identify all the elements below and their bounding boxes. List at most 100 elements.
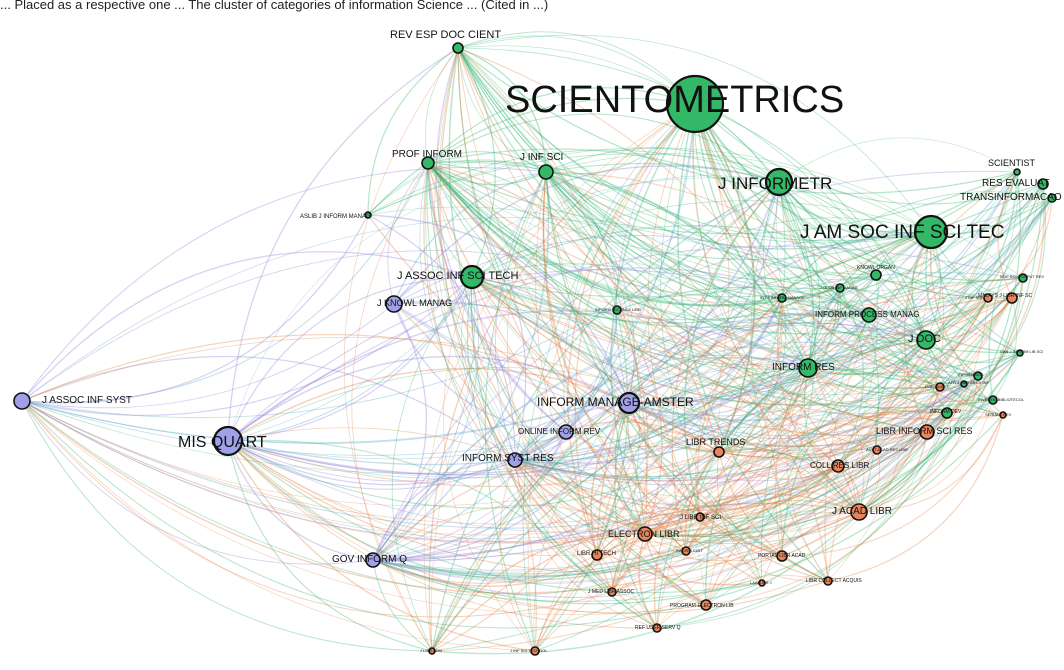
- edge-j_inf_sci-program: [542, 171, 707, 606]
- node-sm12[interactable]: [1016, 349, 1024, 357]
- node-prof-inform[interactable]: [421, 156, 435, 170]
- node-sm16[interactable]: [428, 647, 436, 655]
- node-aslib[interactable]: [364, 211, 372, 219]
- node-mis-quart[interactable]: [212, 425, 244, 457]
- node-transinform[interactable]: [1047, 193, 1057, 203]
- edge-prof_inform-libr_hi_tech: [423, 162, 598, 556]
- edge-inform_res-transinform: [807, 197, 1053, 369]
- node-sm2[interactable]: [835, 283, 845, 293]
- node-sm13[interactable]: [872, 445, 882, 455]
- node-inform-res[interactable]: [798, 358, 818, 378]
- edge-j_inf_sci-sm8: [545, 171, 941, 390]
- node-j-assoc-inf-sci[interactable]: [459, 264, 485, 290]
- edge-rev_esp-program: [448, 47, 707, 606]
- node-inform-syst-res[interactable]: [507, 452, 523, 468]
- node-sm14[interactable]: [681, 546, 691, 556]
- node-ref-user[interactable]: [652, 623, 662, 633]
- node-j-libr-inf-sci[interactable]: [695, 512, 705, 522]
- edge-mis_quart-res_evaluat: [227, 183, 1044, 476]
- node-sm4[interactable]: [612, 305, 622, 315]
- node-sm1[interactable]: [870, 269, 882, 281]
- edge-j_doc-res_evaluat: [925, 183, 1044, 341]
- node-libr-hi-tech[interactable]: [591, 549, 603, 561]
- node-sm8[interactable]: [935, 382, 945, 392]
- node-sm9[interactable]: [988, 395, 998, 405]
- edge-j_knowl_manag-sm11: [393, 303, 965, 428]
- node-j-med-libr[interactable]: [607, 587, 617, 597]
- edge-sm18-sm8: [761, 386, 941, 584]
- node-inform-process[interactable]: [861, 307, 877, 323]
- node-portal-libr[interactable]: [776, 550, 788, 562]
- edge-j_assoc_inf_sci-j_inf_sci: [471, 171, 547, 278]
- node-label-aslib: ASLIB J INFORM MANAG: [300, 214, 371, 220]
- node-scientist[interactable]: [1013, 168, 1021, 176]
- node-j-assoc-inf-syst[interactable]: [13, 392, 31, 410]
- node-sm7[interactable]: [973, 371, 983, 381]
- edge-inform_res-j_doc: [807, 339, 927, 376]
- edge-j_informetr-transinform: [778, 181, 1053, 237]
- edge-j_acad_libr-sm9: [858, 399, 994, 513]
- edge-j_acad_libr-j_knowl_manag: [393, 302, 860, 513]
- node-libr-coll[interactable]: [823, 576, 833, 586]
- node-sm5[interactable]: [1018, 273, 1028, 283]
- edge-electron_libr-prof_inform: [427, 162, 646, 535]
- node-coll-res-libr[interactable]: [831, 459, 845, 473]
- node-j-inf-sci[interactable]: [538, 164, 554, 180]
- node-sm10[interactable]: [941, 407, 953, 419]
- node-j-am-soc[interactable]: [913, 214, 949, 250]
- edge-libr_trends-libr_coll: [718, 451, 829, 582]
- edge-gov_inform_q-inform_res: [372, 367, 809, 561]
- node-online-inform[interactable]: [558, 424, 574, 440]
- node-electron-libr[interactable]: [637, 526, 653, 542]
- edge-electron_libr-sm16: [431, 533, 646, 652]
- edge-j_assoc_inf_sci-sm13: [471, 276, 878, 459]
- node-label-inform-res: INFORM RES: [772, 362, 835, 373]
- node-sm19[interactable]: [983, 293, 993, 303]
- edge-j_assoc_inf_syst-prof_inform: [21, 162, 429, 403]
- node-sm18[interactable]: [758, 579, 766, 587]
- edge-j_acad_libr-mis_quart: [227, 367, 860, 513]
- edge-electron_libr-ref_user: [638, 533, 658, 629]
- edge-inform_syst_res-inform_process: [514, 314, 870, 465]
- node-label-sm8: LIBR QUART: [925, 384, 949, 389]
- node-j-acad-libr[interactable]: [850, 503, 868, 521]
- node-sm3[interactable]: [777, 293, 787, 303]
- node-res-evaluat[interactable]: [1037, 178, 1049, 190]
- edge-j_assoc_inf_sci-sm9: [471, 276, 994, 414]
- node-rev-esp[interactable]: [452, 42, 464, 54]
- edge-libr_trends-j_doc: [718, 339, 927, 453]
- node-label-sm19: J INF SCI: [965, 295, 982, 300]
- node-sm11[interactable]: [960, 380, 968, 388]
- edge-j_acad_libr-libr_trends: [718, 448, 860, 513]
- edge-inform_manage-ref_user: [614, 402, 658, 629]
- node-j-informetr[interactable]: [764, 167, 794, 197]
- edge-j_assoc_inf_sci-libr_inform_sci_res: [471, 276, 928, 437]
- edge-inform_manage-sm15: [533, 402, 630, 652]
- edge-libr_trends-sm7: [718, 375, 979, 458]
- node-j-knowl-manag[interactable]: [385, 295, 403, 313]
- node-program[interactable]: [700, 599, 712, 611]
- edge-ref_user-sm7: [656, 375, 979, 629]
- node-sm6[interactable]: [1006, 292, 1018, 304]
- edge-scientometrics-sm18: [660, 103, 763, 584]
- edge-inform_syst_res-sm18: [514, 459, 763, 586]
- node-libr-inform-sci-res[interactable]: [919, 424, 935, 440]
- node-sm15[interactable]: [530, 646, 540, 656]
- node-j-doc[interactable]: [916, 330, 936, 350]
- edge-j_assoc_inf_syst-sm12: [21, 352, 1021, 540]
- node-libr-trends[interactable]: [713, 446, 725, 458]
- edge-j_doc-program: [705, 339, 927, 606]
- node-inform-manage[interactable]: [617, 391, 641, 415]
- node-label-online-inform: ONLINE INFORM REV: [518, 427, 601, 436]
- node-label-j-doc: J DOC: [908, 333, 941, 345]
- node-label-sm1: KNOWL ORGAN: [857, 265, 895, 271]
- node-scientometrics[interactable]: [665, 74, 725, 134]
- edge-libr_trends-inform_manage: [628, 402, 720, 453]
- edge-gov_inform_q-sm14: [372, 550, 687, 595]
- node-label-program: PROGRAM-ELECTRON LIB: [670, 603, 734, 609]
- node-label-sm14: INFORM CULT: [676, 548, 704, 553]
- edge-j_libr_inf_sci-sm12: [699, 352, 1021, 519]
- edge-j_inf_sci-inform_syst_res: [494, 171, 547, 461]
- node-sm17[interactable]: [999, 411, 1007, 419]
- node-gov-inform-q[interactable]: [365, 552, 381, 568]
